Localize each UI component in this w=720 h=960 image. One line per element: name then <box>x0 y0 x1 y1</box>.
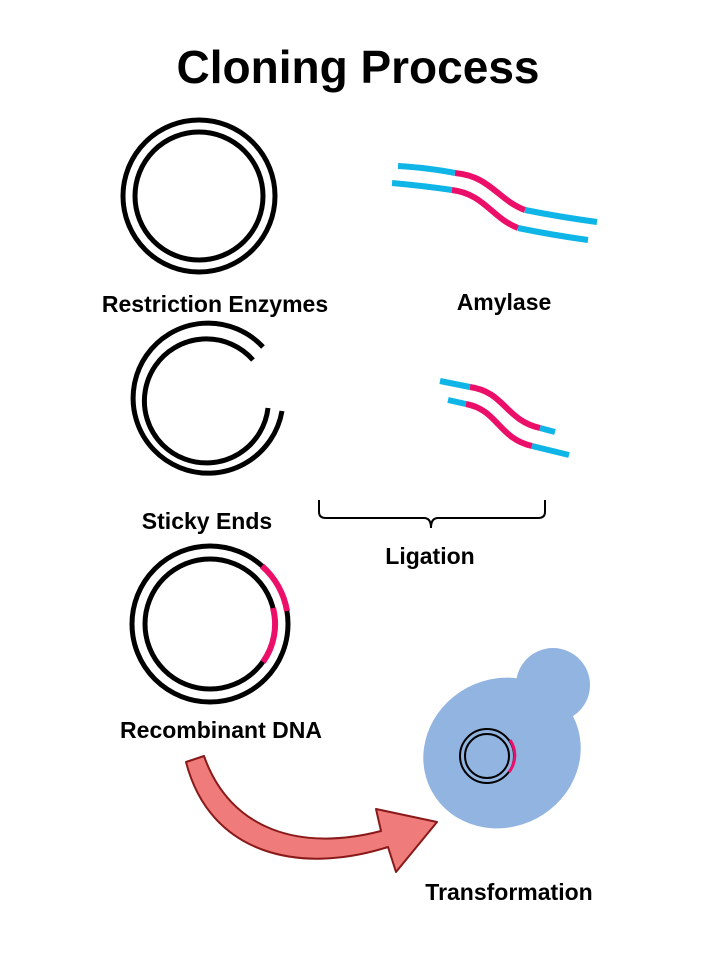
transformation-arrow <box>185 755 438 873</box>
fragment-top-right <box>539 425 556 435</box>
amylase-strand-bottom-left <box>391 180 453 193</box>
amylase-gene <box>391 163 598 243</box>
plasmid-cut <box>130 320 285 476</box>
label-restriction-enzymes: Restriction Enzymes <box>101 291 329 317</box>
ligation-brace <box>318 500 546 529</box>
fragment-bottom-left <box>447 397 467 407</box>
amylase-strand-top-insert <box>454 170 527 213</box>
amylase-fragment <box>439 378 570 458</box>
plasmid-recombinant <box>129 543 291 705</box>
cell-plasmid <box>459 728 517 784</box>
amylase-strand-top-right <box>524 207 598 225</box>
page-title: Cloning Process <box>176 41 540 93</box>
fragment-bottom-right <box>531 443 570 458</box>
amylase-strand-bottom-right <box>517 225 589 243</box>
label-recombinant-dna: Recombinant DNA <box>120 717 322 743</box>
amylase-strand-bottom-insert <box>451 187 520 231</box>
fragment-bottom-insert <box>465 401 533 449</box>
host-cell <box>423 648 590 829</box>
fragment-top-insert <box>469 384 541 431</box>
label-transformation: Transformation <box>425 879 593 905</box>
fragment-top-left <box>439 378 471 390</box>
cell-body <box>423 677 581 829</box>
label-sticky-ends: Sticky Ends <box>141 508 273 534</box>
amylase-strand-top-left <box>397 163 456 176</box>
recombinant-insert-outer <box>259 563 290 612</box>
label-ligation: Ligation <box>385 543 475 569</box>
plasmid-intact <box>120 117 278 275</box>
label-amylase: Amylase <box>456 289 552 315</box>
recombinant-insert-inner <box>260 607 279 664</box>
